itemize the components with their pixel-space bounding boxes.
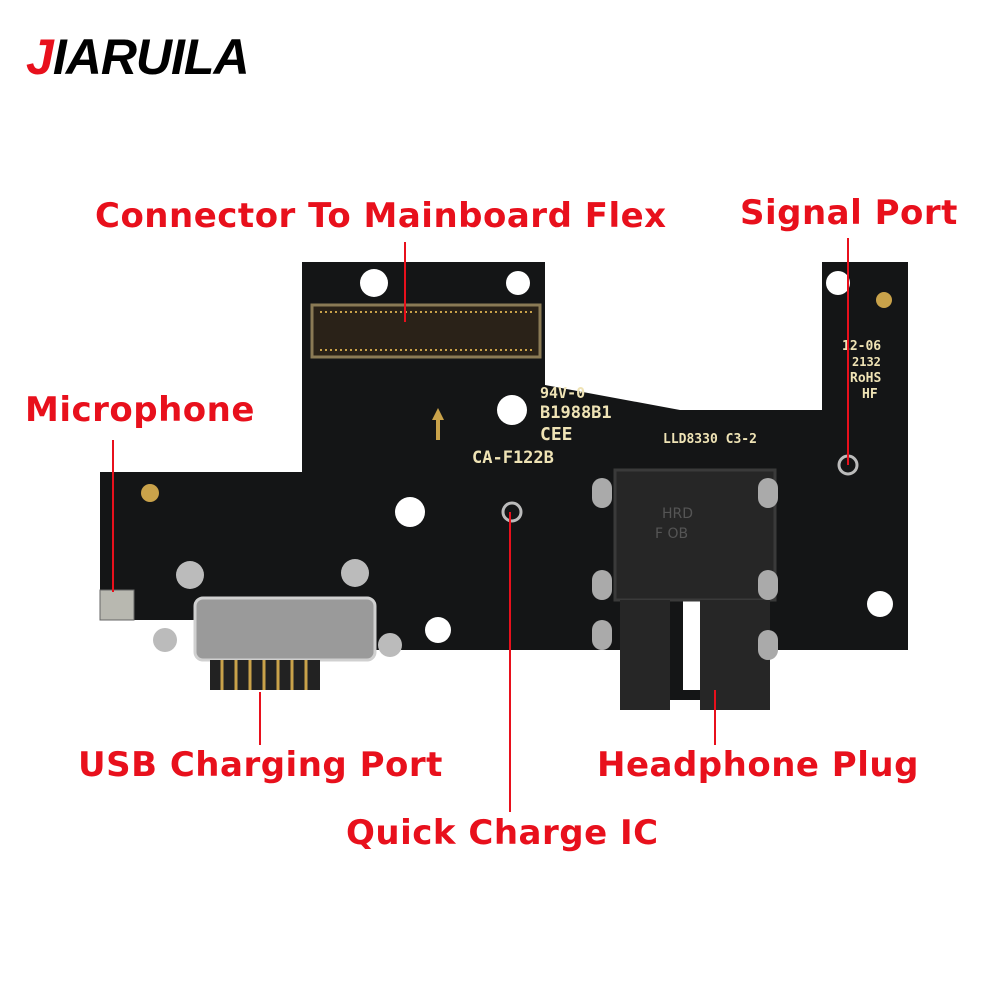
silk-rating: 94V-0 xyxy=(540,384,585,402)
flex-connector xyxy=(310,303,542,359)
silk-hf: HF xyxy=(862,387,878,402)
label-headphone-plug: Headphone Plug xyxy=(597,745,919,785)
mounting-holes xyxy=(360,269,893,690)
silk-rohs: RoHS xyxy=(850,371,881,386)
silk-lot: 2132 xyxy=(852,355,881,369)
silk-model: CA-F122B xyxy=(472,448,554,468)
silk-date: 12-06 xyxy=(842,339,881,354)
headphone-jack xyxy=(613,468,777,602)
label-quick-charge-ic: Quick Charge IC xyxy=(346,813,659,853)
silk-code: B1988B1 xyxy=(540,403,612,423)
label-signal-port: Signal Port xyxy=(740,193,958,233)
brand-logo: JIARUILA xyxy=(26,28,250,86)
microphone-component xyxy=(99,589,135,621)
jack-code: F OB xyxy=(655,526,688,542)
jack-brand: HRD xyxy=(662,506,693,522)
usb-port xyxy=(193,596,377,662)
logo-letter: J xyxy=(26,29,54,85)
silk-cee: CEE xyxy=(540,424,573,445)
logo-text: IARUILA xyxy=(52,29,250,85)
label-connector: Connector To Mainboard Flex xyxy=(95,196,667,236)
leader-lines xyxy=(112,238,849,812)
label-usb-port: USB Charging Port xyxy=(78,745,443,785)
silk-chip: LLD8330 C3-2 xyxy=(663,432,757,447)
label-microphone: Microphone xyxy=(25,390,255,430)
